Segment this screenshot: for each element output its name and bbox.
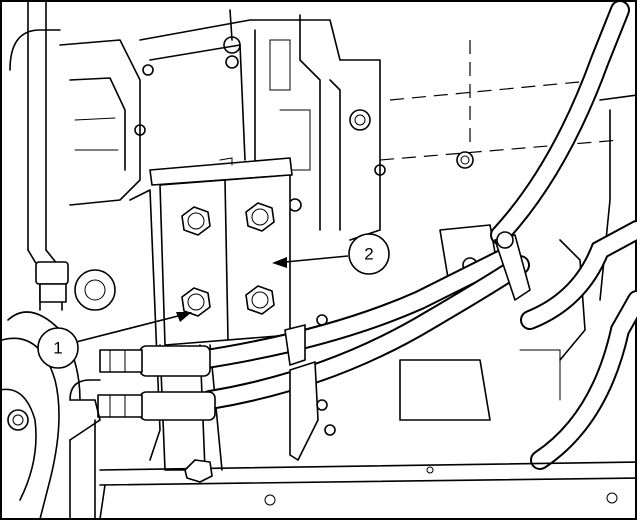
hose-fittings [69,345,216,520]
bolt-upper-right [245,202,275,232]
bolt-upper-left [181,206,211,236]
callout-circle-1 [37,327,79,369]
callout-label-1: 1 [53,339,62,358]
callout-circle-2 [348,233,390,275]
callout-label-2: 2 [364,245,373,264]
callout-2: 2 [272,233,390,275]
hose-clamps [284,231,531,461]
leader-line-1 [75,315,179,343]
lower-plate [99,459,637,520]
gearbox-housing [139,9,386,241]
arrowhead-1 [176,312,192,322]
dashed-lines [379,40,621,161]
vertical-pipe [27,1,69,311]
callout-1: 1 [37,312,192,369]
bolt-lower-right [245,285,275,315]
small-fasteners [134,64,336,436]
leader-line-2 [284,255,349,263]
bracket-bolts [181,202,275,317]
right-hoses [490,0,637,470]
bolt-lower-left [181,287,211,317]
main-hoses [190,245,530,410]
left-housing [0,29,141,520]
arrowhead-2 [272,257,287,268]
